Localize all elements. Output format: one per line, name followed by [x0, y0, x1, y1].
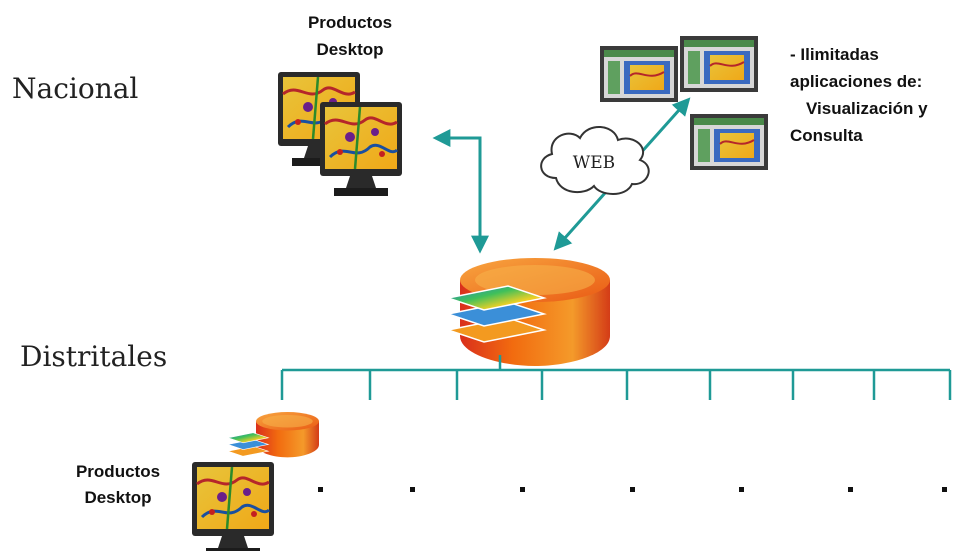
- continuation-dot: [630, 487, 635, 492]
- web-app-window-icon[interactable]: [599, 45, 679, 103]
- desktop-bottom-label-line1: Productos: [76, 462, 160, 481]
- web-label: WEB: [573, 153, 615, 173]
- continuation-dot: [410, 487, 415, 492]
- web-apps-note-line1: - Ilimitadas: [790, 45, 879, 64]
- web-apps-note-line2: aplicaciones de:: [790, 72, 922, 91]
- connector-desktop-to-database: [432, 129, 489, 254]
- continuation-dot: [848, 487, 853, 492]
- continuation-dot: [520, 487, 525, 492]
- district-network: [280, 355, 952, 400]
- desktop-bottom-label-line2: Desktop: [84, 488, 151, 507]
- data-layers-icon: [447, 285, 545, 343]
- cloud-icon: [540, 126, 650, 195]
- data-layers-icon: [227, 432, 269, 457]
- web-app-window-icon[interactable]: [679, 35, 759, 93]
- desktop-monitor-icon[interactable]: [318, 100, 404, 198]
- level-label-district: Distritales: [20, 340, 167, 373]
- level-label-national: Nacional: [12, 72, 138, 105]
- continuation-dot: [739, 487, 744, 492]
- web-apps-note-line3: Visualización y: [806, 99, 928, 118]
- continuation-dot: [942, 487, 947, 492]
- web-apps-note-line4: Consulta: [790, 126, 863, 145]
- desktop-top-label-line2: Desktop: [316, 40, 383, 59]
- continuation-dot: [318, 487, 323, 492]
- desktop-monitor-icon[interactable]: [190, 460, 276, 551]
- web-app-window-icon[interactable]: [689, 113, 769, 171]
- desktop-top-label-line1: Productos: [308, 13, 392, 32]
